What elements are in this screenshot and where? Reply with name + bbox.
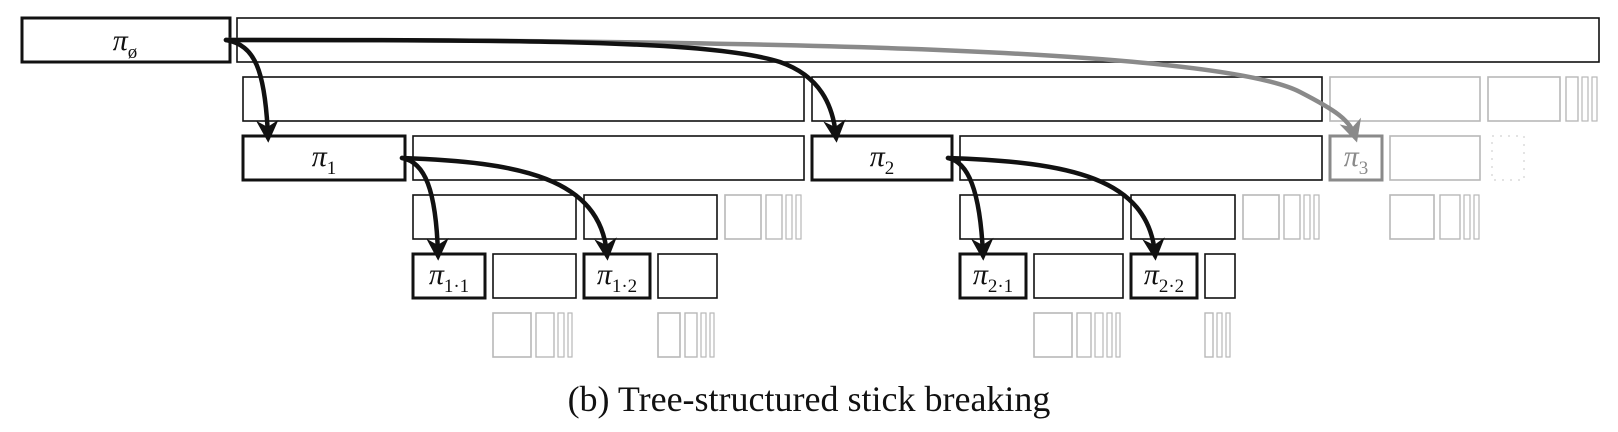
stick-2-1-4-segment (1106, 312, 1113, 358)
stick-2-1-segment (959, 194, 1124, 240)
stick-3-2-segment (1439, 194, 1461, 240)
node-1-2-remainder (657, 253, 718, 299)
stick-2-1-5-segment (1115, 312, 1121, 358)
arrows (223, 37, 1362, 261)
stick-2-5-segment (1303, 194, 1311, 240)
node-labels: πø π1 π2 π3 π1·1 π1·2 π2·1 π2·2 (113, 24, 1369, 297)
node-4-faint-box (1491, 135, 1525, 181)
node-2-remainder (959, 135, 1323, 181)
stick-1-2-3-segment (700, 312, 707, 358)
node-1-1-remainder (492, 253, 577, 299)
stick-2-2-3-segment (1225, 312, 1231, 358)
arrow-node-1-to-node-1-2 (399, 155, 617, 261)
node-1-box (241, 134, 407, 182)
stick-1-2-1-segment (657, 312, 681, 358)
arrow-root-to-node-1 (223, 37, 279, 143)
stick-2-2-2-segment (1216, 312, 1223, 358)
stick-1-1-1-segment (492, 312, 532, 358)
stick-1-1-segment (412, 194, 577, 240)
stick-1-segment (242, 76, 805, 122)
stick-2-1-2-segment (1076, 312, 1092, 358)
node-1-2-box (582, 252, 652, 300)
figure-caption: (b) Tree-structured stick breaking (567, 379, 1051, 419)
root-label: πø (113, 24, 138, 63)
node-1-1-label: π1·1 (429, 258, 469, 297)
row-1 (242, 76, 1598, 122)
node-1-1-box (411, 252, 487, 300)
node-3-label: π3 (1344, 140, 1369, 179)
stick-3-1-segment (1389, 194, 1435, 240)
stick-1-6-segment (795, 194, 802, 240)
stick-1-4-segment (765, 194, 783, 240)
stick-4-segment (1487, 76, 1561, 122)
stick-1-2-4-segment (709, 312, 715, 358)
stick-3-4-segment (1473, 194, 1480, 240)
stick-2-4-segment (1283, 194, 1301, 240)
stick-1-1-4-segment (567, 312, 573, 358)
node-1-remainder (412, 135, 805, 181)
stick-1-5-segment (785, 194, 793, 240)
row-2 (241, 134, 1525, 182)
stick-2-6-segment (1313, 194, 1320, 240)
stick-2-1-1-segment (1033, 312, 1073, 358)
stick-5-segment (1565, 76, 1579, 122)
stick-2-3-segment (1242, 194, 1280, 240)
row-3 (412, 194, 1480, 240)
stick-2-2-segment (1130, 194, 1236, 240)
node-1-label: π1 (312, 140, 337, 179)
arrow-node-2-to-node-2-2 (945, 155, 1165, 261)
stick-1-1-2-segment (535, 312, 555, 358)
stick-1-3-segment (724, 194, 762, 240)
row-4 (411, 252, 1236, 300)
stick-2-2-1-segment (1204, 312, 1214, 358)
node-1-2-label: π1·2 (597, 258, 637, 297)
arrow-root-to-node-2 (223, 37, 846, 143)
stick-7-segment (1591, 76, 1598, 122)
node-2-box (810, 134, 954, 182)
row-5 (492, 312, 1231, 358)
root-node-box (20, 16, 232, 64)
stick-6-segment (1581, 76, 1589, 122)
stick-1-1-3-segment (557, 312, 565, 358)
node-2-label: π2 (870, 140, 895, 179)
stick-3-segment (1329, 76, 1481, 122)
node-2-2-label: π2·2 (1144, 258, 1184, 297)
node-2-2-remainder (1204, 253, 1236, 299)
stick-1-2-segment (583, 194, 718, 240)
node-3-box (1328, 134, 1384, 182)
stick-3-3-segment (1463, 194, 1471, 240)
stick-1-2-2-segment (684, 312, 698, 358)
node-2-1-remainder (1033, 253, 1124, 299)
node-2-1-label: π2·1 (973, 258, 1013, 297)
stick-2-1-3-segment (1094, 312, 1104, 358)
node-3-remainder (1389, 135, 1481, 181)
stick-2-segment (811, 76, 1323, 122)
